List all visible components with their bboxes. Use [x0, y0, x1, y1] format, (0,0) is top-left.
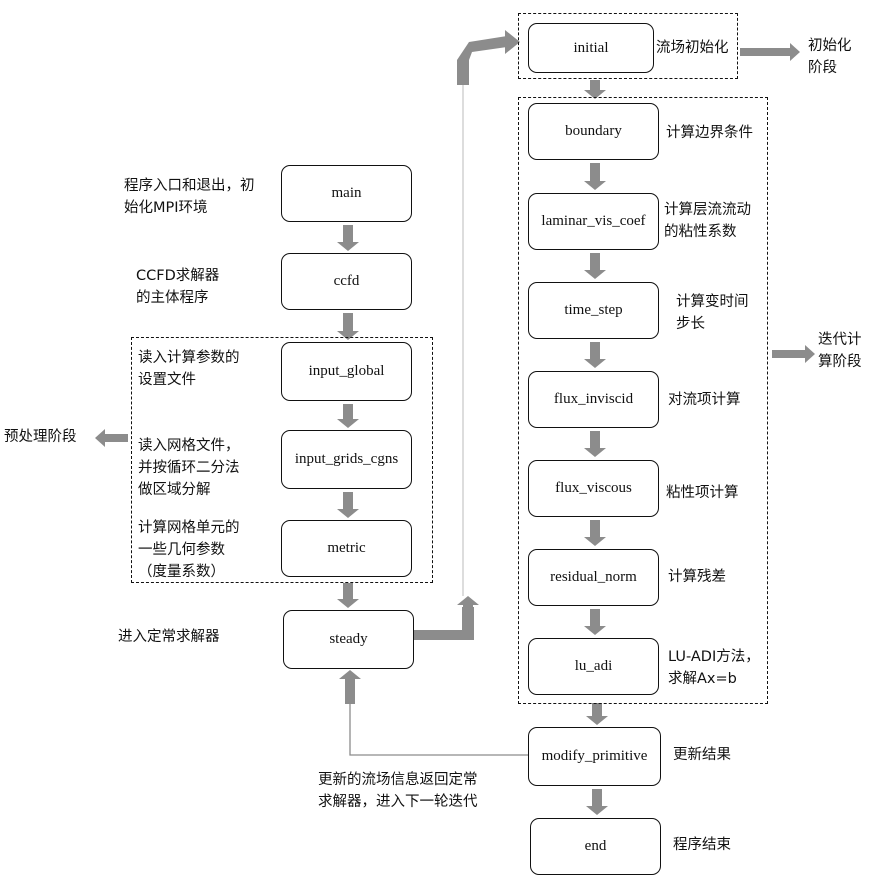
node-lu-adi[interactable]: lu_adi [528, 638, 659, 695]
note-end: 程序结束 [673, 837, 731, 853]
arrow-inviscid-viscous [584, 431, 606, 457]
arrow-luadi-modify [586, 703, 608, 725]
stage-label-init: 初始化 阶段 [808, 38, 852, 76]
arrow-modify-end [586, 789, 608, 815]
note-input-grids: 读入网格文件， 并按循环二分法 做区域分解 [138, 438, 240, 498]
iteration-stage-group [518, 97, 768, 704]
arrow-steady-up [457, 596, 479, 640]
node-boundary[interactable]: boundary [528, 103, 659, 160]
node-metric[interactable]: metric [281, 520, 412, 577]
arrow-initial-boundary [584, 80, 606, 99]
node-modify-primitive[interactable]: modify_primitive [528, 727, 661, 786]
node-input-grids-cgns[interactable]: input_grids_cgns [281, 430, 412, 489]
arrow-main-ccfd [337, 225, 359, 251]
preprocessing-stage-group [131, 337, 433, 583]
arrow-feedback-steady [339, 670, 361, 704]
node-residual-norm[interactable]: residual_norm [528, 549, 659, 606]
arrow-steady-horizontal [414, 607, 474, 640]
stage-label-iterate: 迭代计 算阶段 [818, 332, 862, 370]
arrow-ccfd-inputglobal [337, 313, 359, 340]
arrow-timestep-inviscid [584, 342, 606, 368]
note-laminar: 计算层流流动 的粘性系数 [664, 202, 751, 240]
node-initial[interactable]: initial [528, 23, 654, 73]
node-laminar-vis-coef[interactable]: laminar_vis_coef [528, 193, 659, 250]
feedback-line [349, 676, 528, 756]
arrow-to-initial-bend [457, 36, 507, 85]
note-lu-adi: LU-ADI方法， 求解Ax=b [668, 649, 760, 687]
node-time-step[interactable]: time_step [528, 282, 659, 339]
arrow-pre-stage [95, 429, 128, 447]
node-steady[interactable]: steady [283, 610, 414, 669]
arrow-laminar-timestep [584, 253, 606, 279]
note-time-step: 计算变时间 步长 [676, 294, 749, 332]
note-residual-norm: 计算残差 [668, 569, 726, 585]
arrow-init-stage [740, 43, 800, 61]
note-flux-inviscid: 对流项计算 [668, 392, 741, 408]
note-main: 程序入口和退出，初 始化MPI环境 [124, 178, 255, 216]
arrow-grids-metric [337, 492, 359, 518]
note-flux-viscous: 粘性项计算 [666, 485, 739, 501]
note-modify-primitive: 更新结果 [673, 747, 731, 763]
arrow-metric-steady [337, 583, 359, 608]
node-end[interactable]: end [530, 818, 661, 875]
note-boundary: 计算边界条件 [666, 125, 753, 141]
init-stage-group [518, 13, 738, 79]
node-flux-viscous[interactable]: flux_viscous [528, 460, 659, 517]
note-metric: 计算网格单元的 一些几何参数 （度量系数） [138, 520, 240, 580]
arrow-inputglobal-grids [337, 404, 359, 428]
arrow-viscous-residual [584, 520, 606, 546]
note-initial: 流场初始化 [656, 40, 729, 56]
node-ccfd[interactable]: ccfd [281, 253, 412, 310]
arrow-to-initial-head [505, 30, 520, 54]
arrow-iterate-stage [772, 345, 815, 363]
stage-label-pre: 预处理阶段 [4, 429, 77, 445]
node-main[interactable]: main [281, 165, 412, 222]
note-ccfd: CCFD求解器 的主体程序 [136, 268, 220, 306]
node-input-global[interactable]: input_global [281, 342, 412, 401]
node-flux-inviscid[interactable]: flux_inviscid [528, 371, 659, 428]
note-steady: 进入定常求解器 [118, 629, 220, 645]
note-input-global: 读入计算参数的 设置文件 [138, 350, 240, 388]
note-feedback: 更新的流场信息返回定常 求解器，进入下一轮迭代 [318, 772, 478, 810]
arrow-boundary-laminar [584, 163, 606, 190]
arrow-residual-luadi [584, 609, 606, 635]
